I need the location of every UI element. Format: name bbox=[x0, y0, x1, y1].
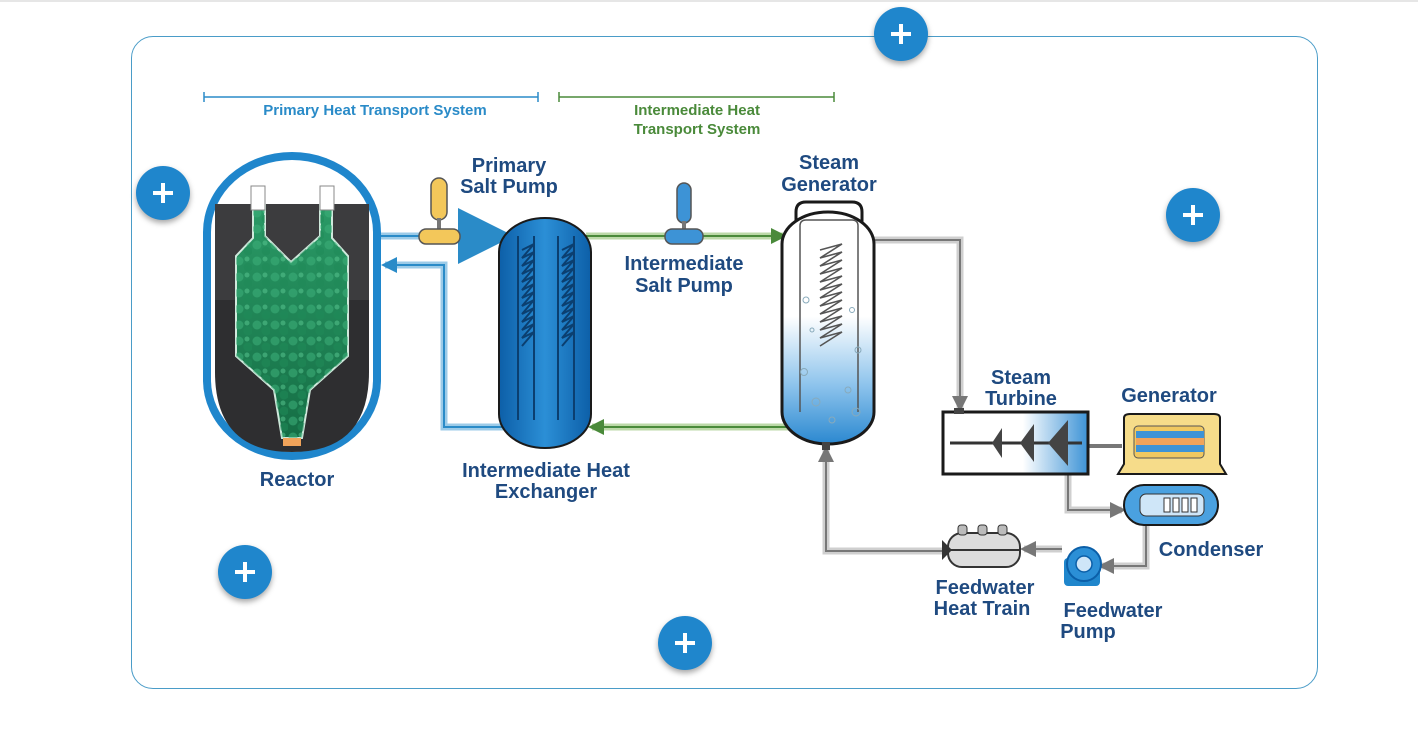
feedwater-heat-train bbox=[942, 524, 1021, 568]
primary-pump-label-1: Primary bbox=[471, 155, 547, 177]
ihx-label-1: Intermediate Heat bbox=[462, 460, 630, 482]
electric-generator bbox=[1116, 413, 1228, 475]
hotspot-bottom-center-button[interactable] bbox=[658, 616, 712, 670]
steam-generator bbox=[780, 200, 876, 450]
primary-system-label: Primary Heat Transport System bbox=[263, 102, 487, 119]
intermediate-heat-exchanger bbox=[498, 217, 592, 449]
hotspot-generator-button[interactable] bbox=[1166, 188, 1220, 242]
steam-generator-label-1: Steam bbox=[798, 152, 860, 174]
top-divider bbox=[0, 0, 1418, 2]
int-pump-label-1: Intermediate bbox=[624, 253, 744, 275]
steam-turbine bbox=[941, 408, 1090, 476]
intermediate-salt-pump bbox=[664, 182, 704, 245]
primary-system-bracket bbox=[203, 92, 539, 102]
reactor-label: Reactor bbox=[259, 469, 335, 491]
primary-loop-pipes bbox=[380, 208, 514, 431]
ihx-label-2: Exchanger bbox=[494, 481, 598, 503]
hotspot-reactor-button[interactable] bbox=[136, 166, 190, 220]
primary-pump-label-2: Salt Pump bbox=[460, 176, 558, 198]
hotspot-top-button[interactable] bbox=[874, 7, 928, 61]
int-pump-label-2: Salt Pump bbox=[635, 275, 733, 297]
fw-pump-label-2: Pump bbox=[1060, 621, 1116, 643]
steam-generator-label-2: Generator bbox=[781, 174, 877, 196]
feedwater-pump bbox=[1064, 546, 1102, 586]
condenser bbox=[1123, 484, 1219, 526]
diagram-frame bbox=[131, 36, 1318, 689]
steam-water-pipes bbox=[818, 236, 1150, 574]
condenser-label: Condenser bbox=[1158, 539, 1264, 561]
fw-heat-train-label-2: Heat Train bbox=[933, 598, 1031, 620]
fw-pump-label-1: Feedwater bbox=[1063, 600, 1163, 622]
turbine-label-2: Turbine bbox=[985, 388, 1057, 410]
intermediate-system-label-1: Intermediate Heat bbox=[634, 102, 760, 119]
reactor-vessel bbox=[203, 152, 381, 460]
hotspot-bottom-left-button[interactable] bbox=[218, 545, 272, 599]
turbine-label-1: Steam bbox=[990, 367, 1052, 389]
intermediate-system-bracket bbox=[558, 92, 835, 102]
primary-salt-pump bbox=[418, 177, 461, 245]
intermediate-system-label-2: Transport System bbox=[633, 121, 761, 138]
generator-label: Generator bbox=[1121, 385, 1217, 407]
fw-heat-train-label-1: Feedwater bbox=[935, 577, 1035, 599]
